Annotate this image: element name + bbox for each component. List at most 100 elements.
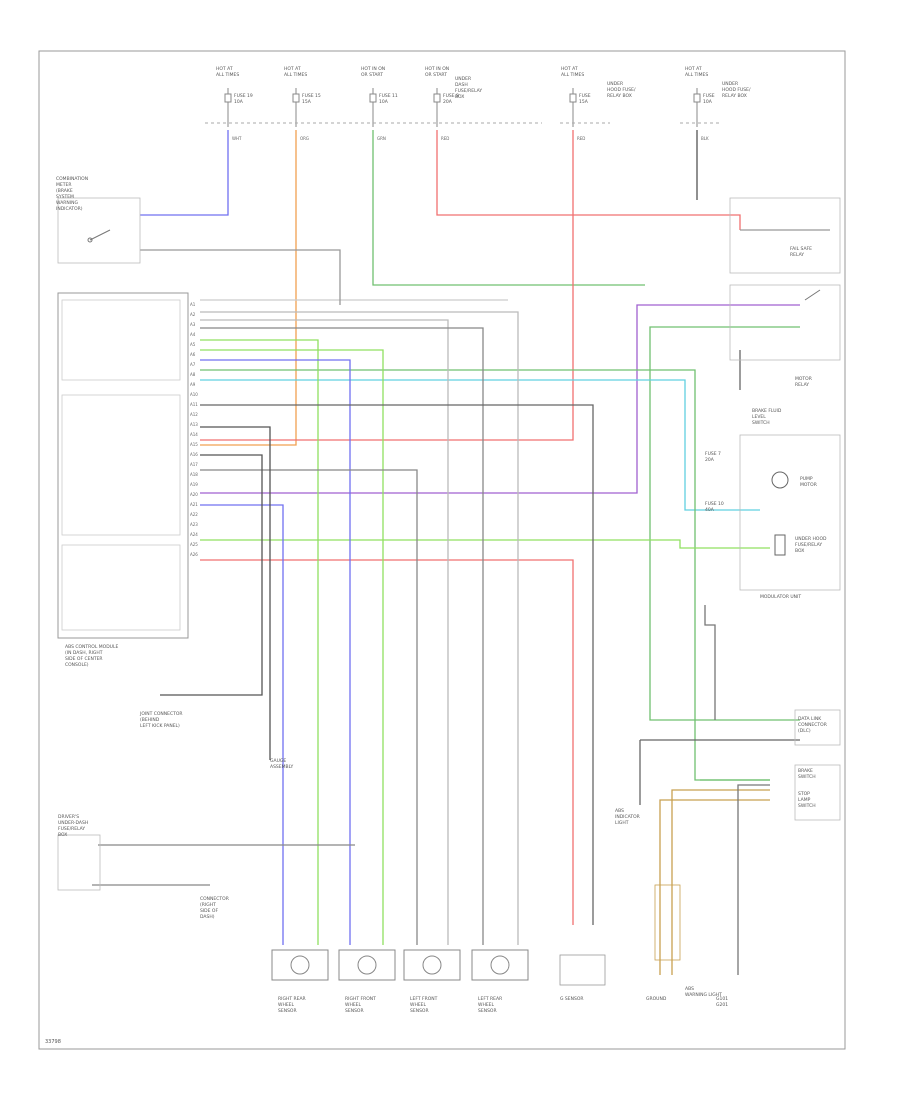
wire-gray-lr-1	[200, 327, 484, 945]
ecu-pin: A26	[190, 552, 198, 557]
fuse-icon	[224, 88, 232, 127]
fuse-label: ALL TIMES	[685, 72, 708, 78]
svg-text:LIGHT: LIGHT	[615, 820, 629, 826]
g-sensor-box	[559, 954, 606, 986]
ground-1: GROUND	[646, 996, 667, 1002]
fuse-number: FUSE 19	[234, 93, 253, 99]
sensor-coil-icon	[290, 955, 310, 975]
svg-text:LEFT KICK PANEL): LEFT KICK PANEL)	[140, 723, 180, 729]
svg-text:(BEHIND: (BEHIND	[140, 717, 160, 723]
fuse-row-right: FUSE 7 20A FUSE 10 40A	[705, 451, 724, 513]
svg-text:SWITCH: SWITCH	[798, 803, 816, 809]
wire-purple-relay	[200, 304, 800, 494]
wheel-sensor-icon	[403, 949, 461, 981]
sensor-label: G201	[716, 1002, 728, 1008]
svg-text:(IN DASH, RIGHT: (IN DASH, RIGHT	[65, 650, 103, 656]
fuse-amp: 10A	[234, 99, 244, 105]
fuse-wire-label: ORG	[300, 136, 309, 141]
bottom-right-connectors: ABS WARNING LIGHT	[654, 884, 722, 998]
fuse-label: HOT AT	[685, 66, 702, 72]
sensor-label: WHEEL	[478, 1002, 495, 1008]
brake-switch-block: BRAKE SWITCH STOP LAMP SWITCH	[794, 764, 841, 821]
wire-blue-rf	[200, 359, 351, 945]
ecu-pin: A7	[190, 362, 196, 367]
sensor-label: SENSOR	[345, 1008, 364, 1014]
svg-text:ASSEMBLY: ASSEMBLY	[270, 764, 294, 770]
fail-safe-relay: FAIL SAFE RELAY	[729, 197, 841, 274]
ecu-pin: A20	[190, 492, 198, 497]
svg-text:HOOD FUSE/: HOOD FUSE/	[722, 87, 751, 93]
wire-gray-lf-1	[200, 469, 418, 945]
fuse-label: HOT AT	[561, 66, 578, 72]
fuse-icon	[292, 88, 300, 127]
sensor-label: LEFT REAR	[478, 996, 502, 1002]
sensor-coil-icon	[422, 955, 442, 975]
wire-green-fuse3	[372, 130, 645, 286]
svg-text:UNDER-DASH: UNDER-DASH	[58, 820, 88, 826]
fuse-wire-label: RED	[441, 136, 449, 141]
sensor-label: RIGHT FRONT	[345, 996, 376, 1002]
wheel-sensor-icon	[471, 949, 529, 981]
svg-text:WARNING: WARNING	[56, 200, 78, 206]
fuse-icon	[693, 88, 701, 127]
fuse-amp: 15A	[579, 99, 589, 105]
svg-text:MOTOR: MOTOR	[800, 482, 817, 488]
wire-black-1	[200, 426, 271, 760]
svg-text:PUMP: PUMP	[800, 476, 813, 482]
svg-text:LAMP: LAMP	[798, 797, 811, 803]
diagram-code: 33798	[45, 1039, 61, 1045]
svg-text:40A: 40A	[705, 507, 715, 513]
ecu-pin: A5	[190, 342, 196, 347]
ecu-pin: A10	[190, 392, 198, 397]
svg-text:ABS: ABS	[615, 808, 624, 814]
sensor-label: GROUND	[646, 996, 667, 1002]
ecu-pin: A16	[190, 452, 198, 457]
driver-fuse-box: DRIVER'S UNDER-DASH FUSE/RELAY BOX CONNE…	[57, 814, 229, 920]
fuse-icon	[369, 88, 377, 127]
svg-text:DATA LINK: DATA LINK	[798, 716, 822, 722]
fuse-label: HOT AT	[284, 66, 301, 72]
sensor-label: WHEEL	[345, 1002, 362, 1008]
sensor-label: WHEEL	[410, 1002, 427, 1008]
fuse-label: HOT IN ON	[361, 66, 385, 72]
ecu-pin-list: A1A2A3A4A5A6A7A8A9A10A11A12A13A14A15A16A…	[190, 302, 198, 557]
svg-text:CONNECTOR: CONNECTOR	[200, 896, 229, 902]
wheel-sensor-icon	[271, 949, 329, 981]
fuse-icon	[569, 88, 577, 127]
fuse-amp: 10A	[703, 99, 713, 105]
ecu-pin: A23	[190, 522, 198, 527]
data-link-connector: DATA LINK CONNECTOR (DLC)	[794, 709, 841, 746]
svg-text:RELAY BOX: RELAY BOX	[607, 93, 632, 99]
ecu-pin: A17	[190, 462, 198, 467]
svg-text:RELAY BOX: RELAY BOX	[722, 93, 747, 99]
svg-text:CONSOLE): CONSOLE)	[65, 662, 89, 668]
wire-orange-fuse2	[200, 130, 297, 446]
wire-blue-fuse1	[140, 130, 229, 216]
fuse-label: HOT AT	[216, 66, 233, 72]
svg-text:(BRAKE: (BRAKE	[56, 188, 73, 194]
fuse-box-label-3: UNDER HOOD FUSE/ RELAY BOX	[722, 81, 751, 99]
svg-text:(RIGHT: (RIGHT	[200, 902, 216, 908]
diagram-border	[38, 50, 846, 1050]
fuse-label: OR START	[425, 72, 447, 78]
svg-text:DRIVER'S: DRIVER'S	[58, 814, 79, 820]
svg-text:LEVEL: LEVEL	[752, 414, 766, 420]
sensor-label: RIGHT REAR	[278, 996, 306, 1002]
fuse-label: HOT IN ON	[425, 66, 449, 72]
ecu-pin: A3	[190, 322, 196, 327]
wire-black-motor-3	[704, 605, 716, 720]
fuse-icon	[433, 88, 441, 127]
svg-text:STOP: STOP	[798, 791, 810, 797]
svg-text:BRAKE: BRAKE	[798, 768, 813, 774]
sensor-label: G101	[716, 996, 728, 1002]
ecu-pin: A13	[190, 422, 198, 427]
fuse-number: FUSE	[579, 93, 591, 99]
wire-brown-1	[671, 789, 770, 975]
